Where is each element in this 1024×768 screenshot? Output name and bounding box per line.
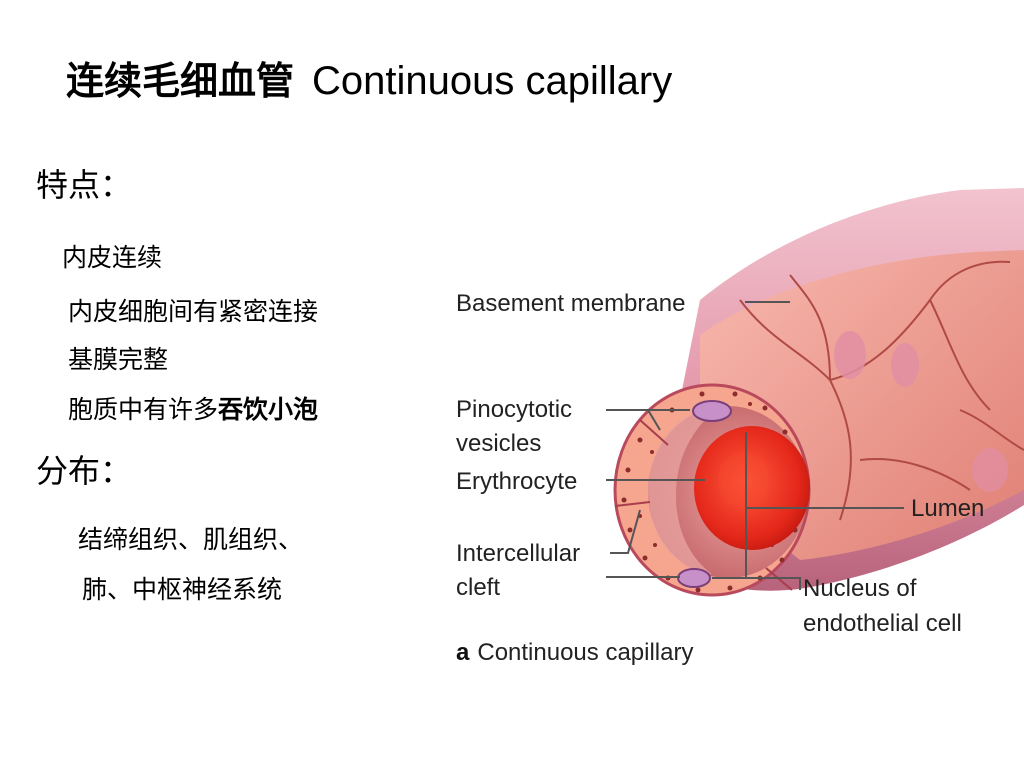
label-leader-lines xyxy=(606,301,904,590)
surface-nucleus-2 xyxy=(891,343,919,387)
label-lumen: Lumen xyxy=(911,495,984,522)
label-nucleus-of: Nucleus of xyxy=(803,575,917,602)
section-nucleus-bottom xyxy=(677,568,711,588)
feature-item-2: 内皮细胞间有紧密连接 xyxy=(68,297,319,326)
capillary-diagram: Basement membrane Pinocytotic vesicles E… xyxy=(456,188,1024,666)
label-erythrocyte: Erythrocyte xyxy=(456,468,577,495)
label-pinocytotic: Pinocytotic xyxy=(456,396,572,423)
label-endothelial-cell: endothelial cell xyxy=(803,610,962,637)
label-intercellular: Intercellular xyxy=(456,540,580,567)
erythrocyte xyxy=(694,426,810,550)
surface-nucleus-1 xyxy=(834,331,866,379)
distribution-heading: 分布： xyxy=(36,452,133,490)
title-chinese: 连续毛细血管 xyxy=(66,58,295,103)
figure-caption-letter: a xyxy=(456,639,470,666)
distribution-line-2: 肺、中枢神经系统 xyxy=(82,575,283,604)
section-nucleus-top xyxy=(692,400,732,422)
distribution-line-1: 结缔组织、肌组织、 xyxy=(78,525,304,554)
erythrocyte-highlight xyxy=(718,452,770,508)
inner-wall-shade xyxy=(648,406,720,574)
feature-item-4: 胞质中有许多吞饮小泡 xyxy=(68,390,318,426)
feature-item-4-highlight: 吞饮小泡 xyxy=(218,395,319,424)
slide-title: 连续毛细血管 Continuous capillary xyxy=(66,50,672,105)
label-basement-membrane: Basement membrane xyxy=(456,290,685,317)
feature-item-4-prefix: 胞质中有许多 xyxy=(68,395,219,424)
label-vesicles: vesicles xyxy=(456,430,541,457)
figure-caption: a Continuous capillary xyxy=(456,639,693,666)
title-english: Continuous capillary xyxy=(312,59,673,103)
surface-nucleus-3 xyxy=(972,448,1008,492)
figure-caption-text: Continuous capillary xyxy=(477,639,693,666)
features-heading: 特点： xyxy=(36,166,133,204)
feature-item-3: 基膜完整 xyxy=(68,345,169,374)
feature-item-1: 内皮连续 xyxy=(62,243,163,272)
label-cleft: cleft xyxy=(456,574,500,601)
